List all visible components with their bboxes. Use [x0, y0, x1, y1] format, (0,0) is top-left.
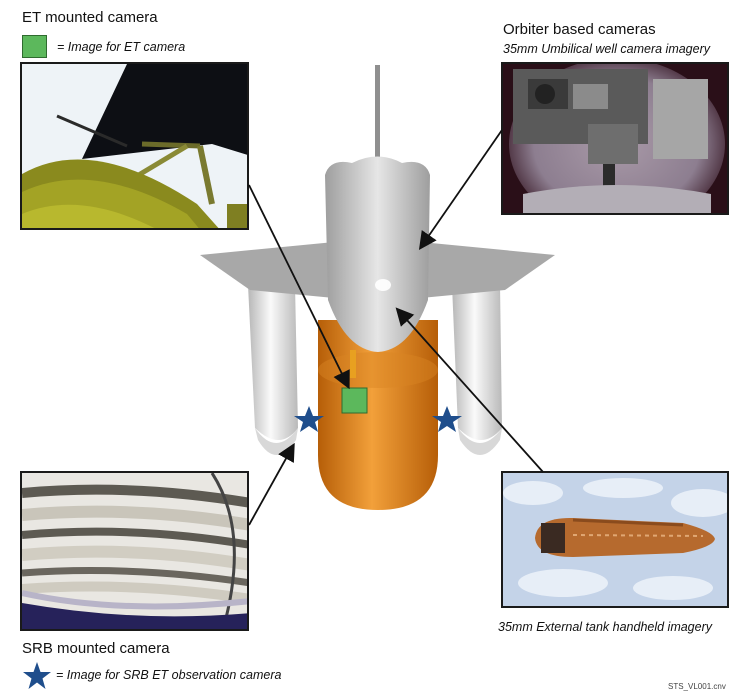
corner-id: STS_VL001.cnv: [668, 682, 726, 691]
blue-star-icon: [23, 662, 51, 689]
umbilical-well-image: [501, 62, 729, 215]
arrow-umbilical-camera: [418, 129, 503, 250]
orbiter-section-subtitle: 35mm Umbilical well camera imagery: [503, 42, 710, 56]
arrow-et-camera: [248, 184, 350, 390]
green-square-icon: [22, 35, 47, 58]
arrow-srb-camera: [248, 442, 295, 526]
et-section-title: ET mounted camera: [22, 9, 158, 26]
et-camera-image: [20, 62, 249, 230]
left-srb-shape: [248, 272, 298, 455]
orbiter-shape: [325, 65, 430, 378]
srb-section-title: SRB mounted camera: [22, 640, 170, 657]
left-srb-star-marker: [294, 406, 324, 432]
orbiter-section-title: Orbiter based cameras: [503, 21, 656, 38]
et-legend-text: = Image for ET camera: [57, 40, 186, 54]
et-camera-marker: [341, 387, 368, 414]
external-tank-shape: [318, 320, 438, 510]
srb-camera-image: [20, 471, 249, 631]
srb-legend-text: = Image for SRB ET observation camera: [56, 668, 282, 682]
external-tank-image: [501, 471, 729, 608]
right-srb-star-marker: [432, 406, 462, 432]
right-srb-shape: [452, 272, 502, 455]
arrow-tank-imagery: [395, 307, 544, 473]
tank-caption: 35mm External tank handheld imagery: [498, 620, 713, 634]
